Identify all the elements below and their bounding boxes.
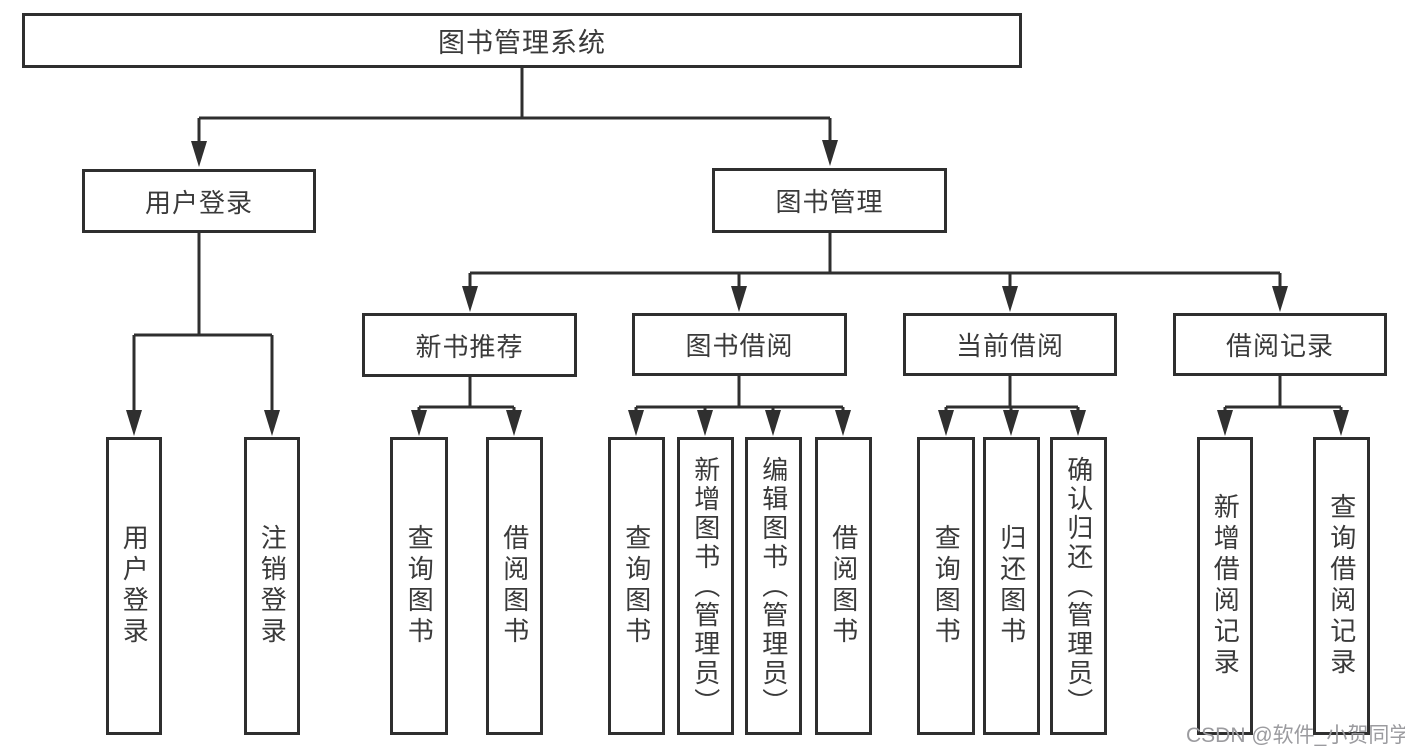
- leaf-return-book-label: 归还图书: [996, 524, 1027, 648]
- leaf-query-borrow-record-label: 查询借阅记录: [1326, 493, 1357, 679]
- leaf-add-book-admin-label: 新增图书（管理员）: [690, 455, 721, 717]
- node-borrow-record-label: 借阅记录: [1225, 331, 1334, 361]
- node-new-book-recommend: 新书推荐: [362, 313, 577, 377]
- node-user-login: 用户登录: [82, 169, 316, 233]
- leaf-add-borrow-record-label: 新增借阅记录: [1210, 493, 1241, 679]
- leaf-borrow-query-book-label: 查询图书: [621, 524, 652, 648]
- node-book-management-label: 图书管理: [775, 187, 884, 217]
- leaf-recommend-borrow-book-label: 借阅图书: [499, 524, 530, 648]
- leaf-query-borrow-record: 查询借阅记录: [1313, 437, 1370, 735]
- leaf-add-book-admin: 新增图书（管理员）: [677, 437, 734, 735]
- leaf-user-login: 用户登录: [106, 437, 162, 735]
- leaf-current-query-book: 查询图书: [917, 437, 975, 735]
- leaf-add-borrow-record: 新增借阅记录: [1197, 437, 1253, 735]
- leaf-recommend-query-book: 查询图书: [390, 437, 448, 735]
- leaf-borrow-book-label: 借阅图书: [828, 524, 859, 648]
- leaf-user-login-label: 用户登录: [119, 524, 150, 648]
- leaf-edit-book-admin: 编辑图书（管理员）: [745, 437, 802, 735]
- node-borrow-record: 借阅记录: [1173, 313, 1387, 376]
- leaf-confirm-return-admin-label: 确认归还（管理员）: [1063, 455, 1094, 717]
- leaf-return-book: 归还图书: [983, 437, 1040, 735]
- leaf-recommend-query-book-label: 查询图书: [404, 524, 435, 648]
- leaf-borrow-book: 借阅图书: [815, 437, 872, 735]
- node-book-borrow: 图书借阅: [632, 313, 847, 376]
- leaf-confirm-return-admin: 确认归还（管理员）: [1050, 437, 1107, 735]
- node-system-root-label: 图书管理系统: [438, 28, 606, 58]
- leaf-logout: 注销登录: [244, 437, 300, 735]
- node-current-borrow-label: 当前借阅: [955, 331, 1064, 361]
- node-book-management: 图书管理: [712, 168, 947, 233]
- csdn-watermark: CSDN @软件_小贺同学: [1186, 724, 1405, 747]
- leaf-logout-label: 注销登录: [257, 524, 288, 648]
- leaf-borrow-query-book: 查询图书: [608, 437, 665, 735]
- leaf-edit-book-admin-label: 编辑图书（管理员）: [758, 455, 789, 717]
- node-user-login-label: 用户登录: [144, 187, 253, 218]
- node-current-borrow: 当前借阅: [903, 313, 1117, 376]
- leaf-current-query-book-label: 查询图书: [931, 524, 962, 648]
- leaf-recommend-borrow-book: 借阅图书: [486, 437, 543, 735]
- node-book-borrow-label: 图书借阅: [685, 331, 794, 361]
- node-system-root: 图书管理系统: [22, 13, 1022, 68]
- node-new-book-recommend-label: 新书推荐: [415, 331, 524, 362]
